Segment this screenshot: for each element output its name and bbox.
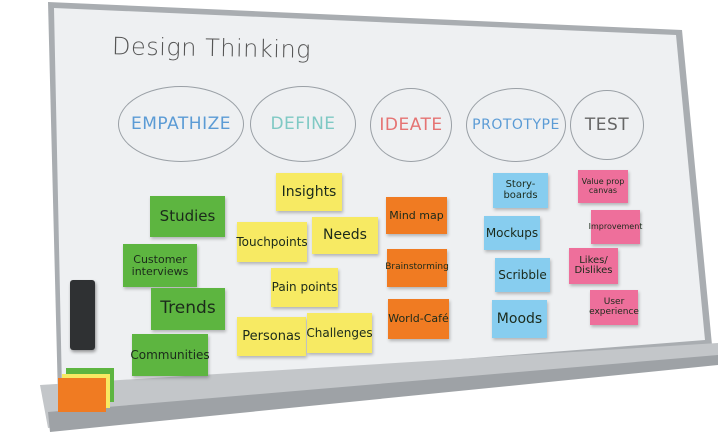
sticky-note: Personas (237, 317, 306, 356)
phase-ideate: IDEATE (370, 88, 452, 162)
sticky-note: Customer interviews (123, 244, 197, 287)
phase-empathize: EMPATHIZE (118, 86, 244, 162)
sticky-note: Needs (312, 217, 378, 254)
sticky-note: Pain points (271, 268, 338, 307)
board-eraser (70, 280, 95, 350)
phase-define: DEFINE (250, 86, 356, 162)
sticky-note: Scribble (495, 258, 550, 292)
board-title: Design Thinking (111, 32, 312, 64)
sticky-note: Communities (130, 334, 210, 376)
sticky-note: Story-boards (493, 173, 548, 208)
sticky-note: World-Café (388, 299, 449, 339)
sticky-note: Mind map (386, 197, 447, 234)
sticky-note: Value prop canvas (578, 170, 628, 203)
sticky-note: User experience (589, 290, 639, 325)
phase-test: TEST (570, 90, 644, 160)
sticky-note: Studies (150, 196, 225, 237)
sticky-note: Trends (151, 288, 225, 330)
sticky-note: Brainstorming (385, 249, 449, 287)
sticky-note: Touchpoints (236, 222, 308, 262)
sticky-note: Insights (276, 173, 342, 211)
phase-prototype: PROTOTYPE (466, 88, 566, 162)
sticky-note: Likes/ Dislikes (569, 248, 618, 284)
sticky-note: Mockups (484, 216, 540, 250)
sticky-note: Improvement (589, 210, 642, 244)
sticky-note: Challenges (306, 313, 373, 353)
sticky-note: Moods (492, 300, 547, 338)
sticky-pad-orange (58, 378, 106, 412)
